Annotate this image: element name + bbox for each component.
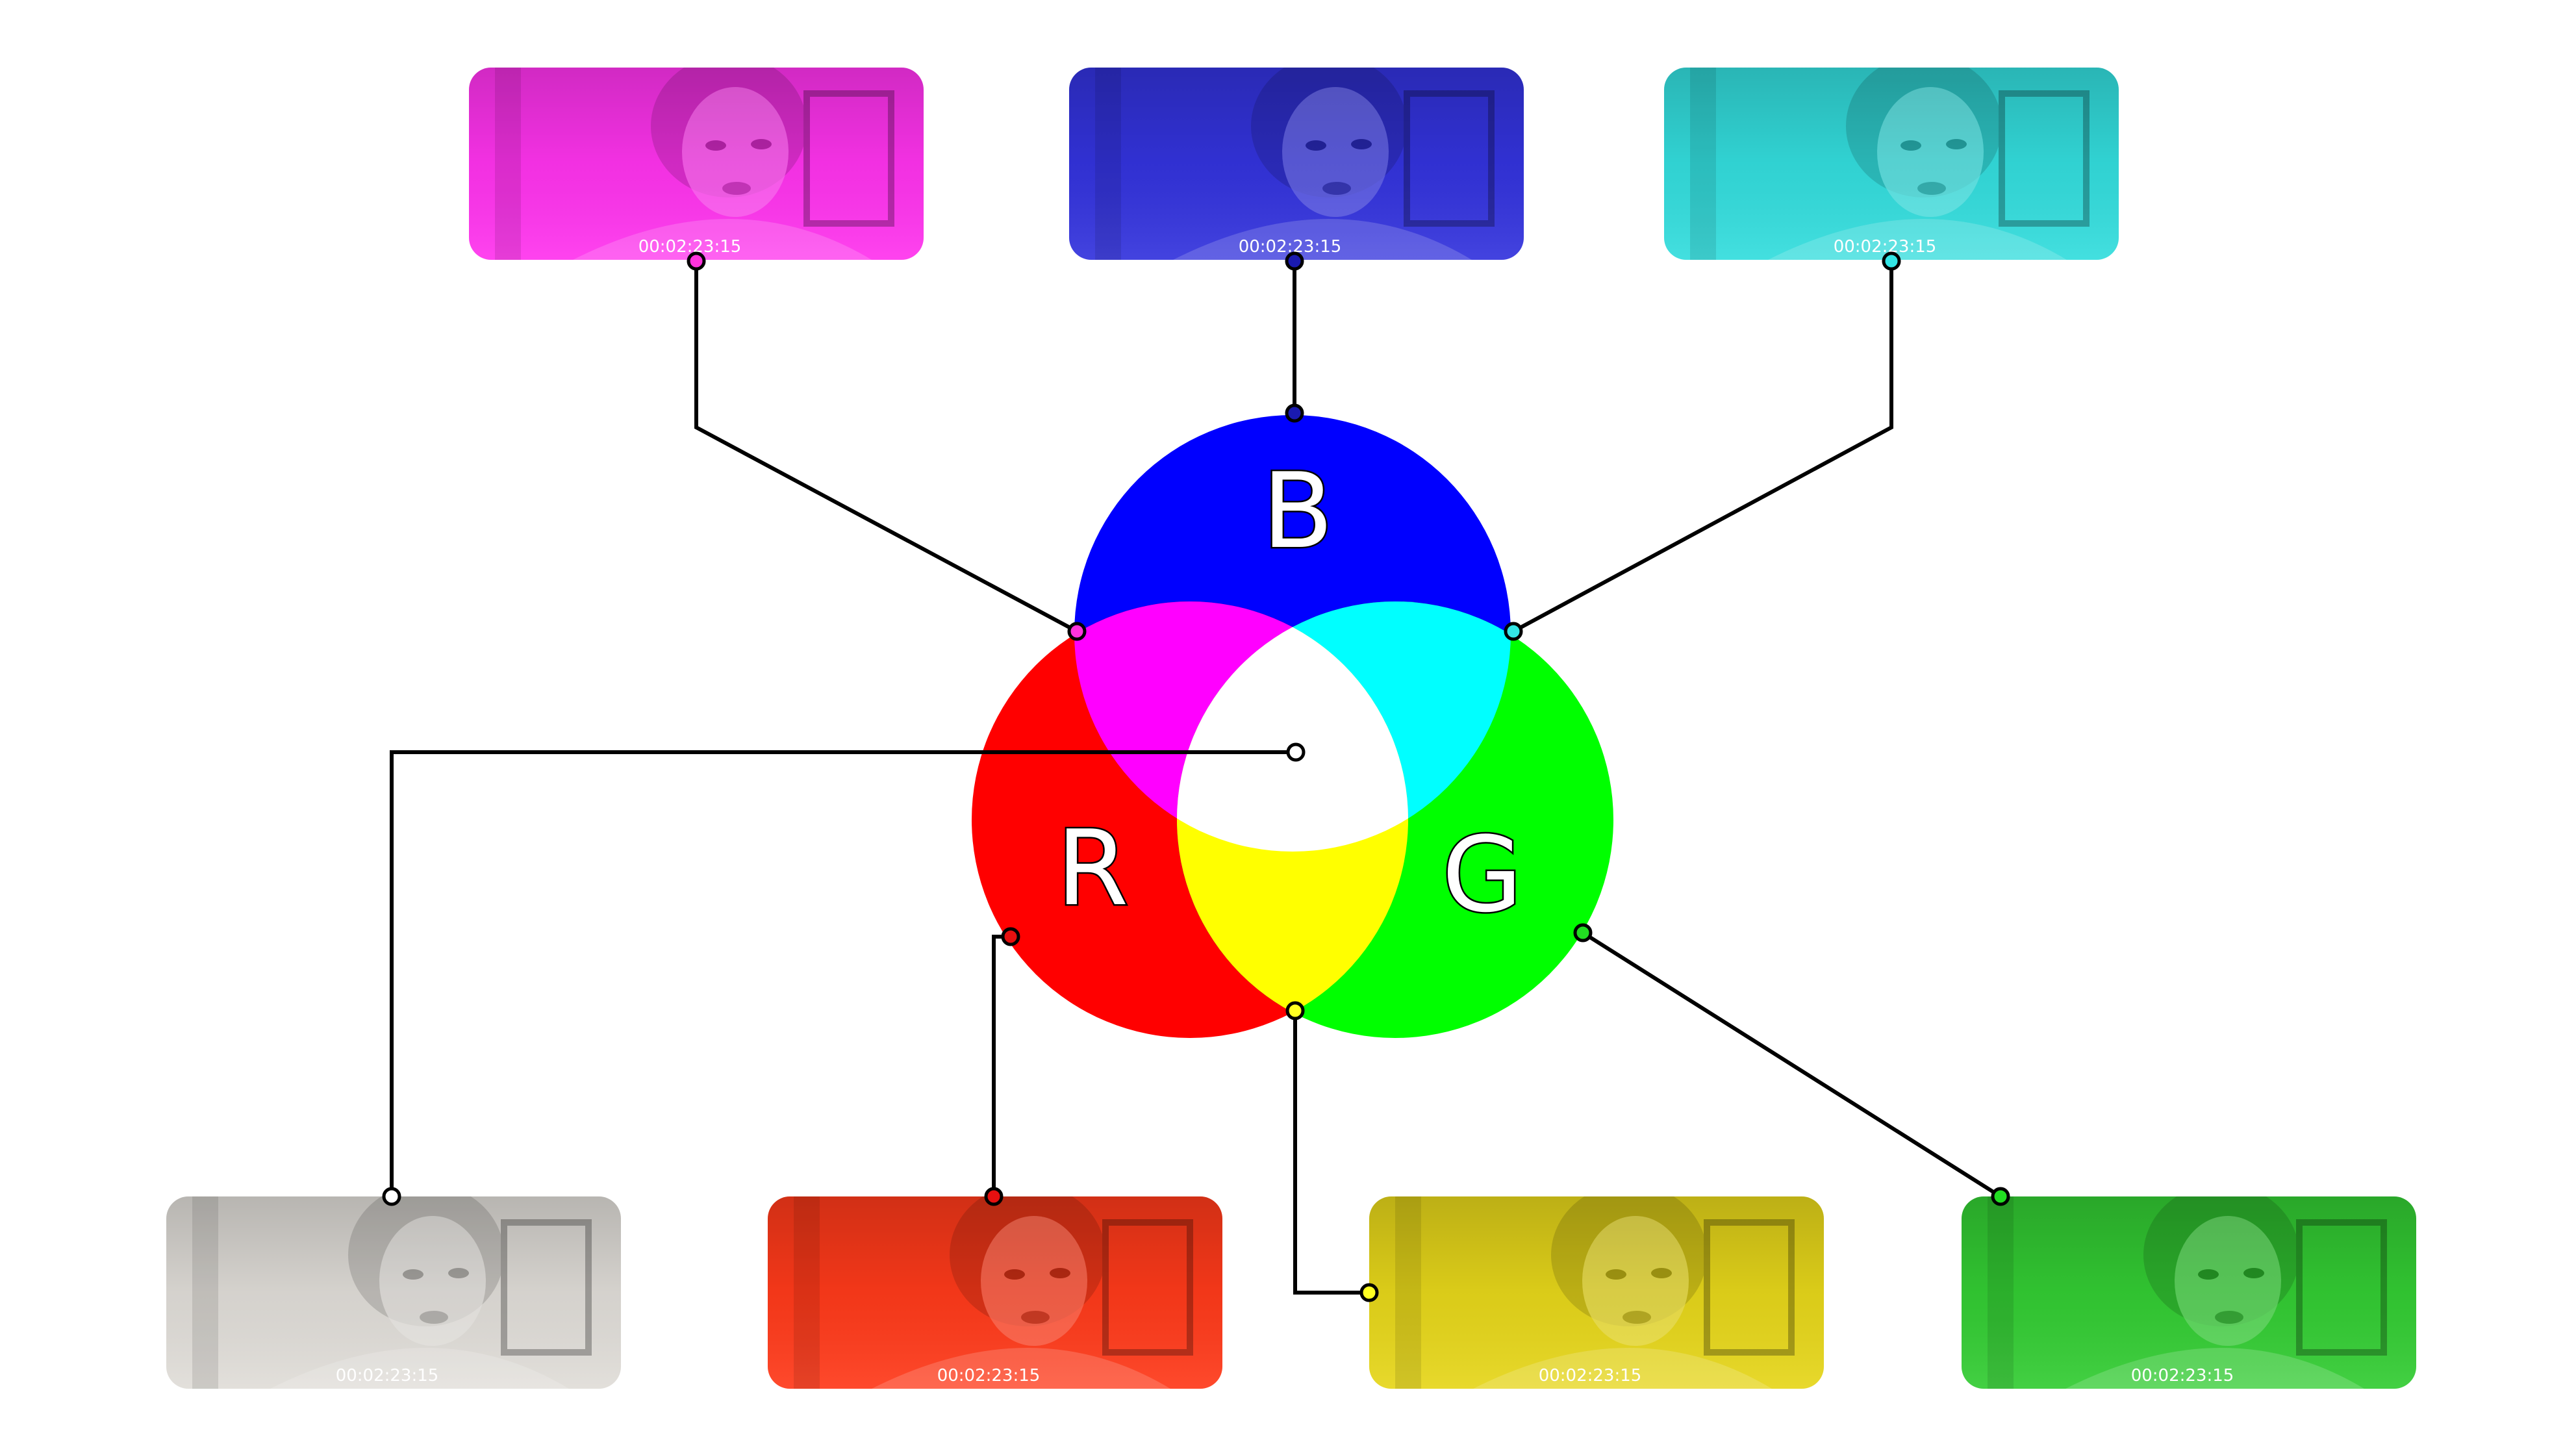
connector-cyan [1512,261,1893,633]
thumbnail-red-timecode: 00:02:23:15 [937,1366,1041,1385]
thumbnail-white[interactable]: 00:02:23:15 [166,1183,621,1389]
dot-white-bottom [382,1187,401,1206]
connector-red [992,935,1011,1196]
thumbnail-magenta-timecode: 00:02:23:15 [638,237,742,257]
dot-green-venn [1573,923,1593,942]
portrait-frame-icon [794,1196,1193,1389]
thumbnail-yellow-timecode: 00:02:23:15 [1539,1366,1642,1385]
label-r: R [1056,807,1128,929]
thumbnail-cyan[interactable]: 00:02:23:15 [1664,55,2119,260]
dot-yellow-side [1359,1283,1379,1302]
dot-cyan-top [1882,251,1901,271]
dot-yellow-venn [1285,1001,1305,1020]
thumbnail-green-timecode: 00:02:23:15 [2131,1366,2234,1385]
thumbnail-red[interactable]: 00:02:23:15 [768,1183,1222,1389]
dot-red-venn [1001,927,1020,946]
connector-white [390,750,1296,1196]
dot-blue-top [1285,251,1304,271]
portrait-frame-icon [1395,1196,1795,1389]
portrait-frame-icon [1690,68,2090,260]
thumbnail-green[interactable]: 00:02:23:15 [1962,1183,2416,1389]
connector-magenta [694,261,1078,633]
portrait-frame-icon [192,1196,592,1389]
connector-yellow [1293,1011,1369,1295]
dot-blue-venn [1285,403,1304,423]
dot-cyan-venn [1504,622,1523,641]
thumbnail-yellow[interactable]: 00:02:23:15 [1369,1183,1824,1389]
white-overlap [1177,601,1408,852]
thumbnail-magenta[interactable]: 00:02:23:15 [469,55,924,260]
portrait-frame-icon [1988,1196,2387,1389]
thumbnail-cyan-timecode: 00:02:23:15 [1834,237,1937,257]
dot-magenta-top [687,251,706,271]
thumbnail-blue[interactable]: 00:02:23:15 [1069,55,1524,260]
thumbnail-group: 00:02:23:15 00:02:23:15 00:02:23:15 00:02:2… [166,55,2416,1389]
dot-red-bottom [984,1187,1004,1206]
dot-white-venn [1286,742,1306,762]
connector-green [1582,931,2002,1198]
portrait-frame-icon [1095,68,1495,260]
label-g: G [1442,814,1522,935]
dot-green-bottom [1991,1187,2010,1206]
venn-circles [972,415,1613,1038]
label-b: B [1262,450,1333,572]
connector-dots [382,251,2010,1302]
dot-magenta-venn [1067,622,1087,641]
thumbnail-white-timecode: 00:02:23:15 [336,1366,439,1385]
portrait-frame-icon [495,68,894,260]
